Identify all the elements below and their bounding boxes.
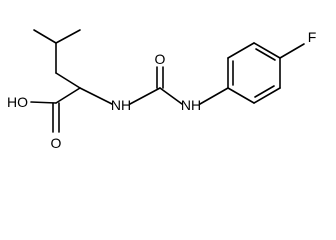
bond-ch2-alpha: [55, 72, 81, 89]
fluorine-label: F: [308, 29, 317, 45]
bond-methyl-left: [33, 29, 57, 44]
ring-bond-2: [227, 42, 255, 59]
bond-nh-urea-carbon: [129, 87, 161, 105]
atom-labels: HO O NH O NH F: [7, 29, 316, 151]
bond-methyl-right: [55, 29, 81, 44]
carboxyl-oxygen-label: O: [51, 135, 62, 151]
ring-inner-bond-2: [255, 48, 276, 61]
hydroxyl-label: HO: [7, 94, 28, 110]
bond-carboxyl-hydroxyl: [30, 101, 57, 104]
ring-bond-5: [253, 87, 281, 104]
amine-nh-label-2: NH: [181, 97, 201, 113]
amine-nh-label-1: NH: [111, 97, 131, 113]
ring-bond-6: [227, 87, 255, 104]
chemical-structure-diagram: HO O NH O NH F: [7, 29, 316, 151]
ring-inner-bond-3: [254, 85, 275, 98]
bond-nh-ring: [199, 87, 229, 105]
bond-ring-fluorine: [279, 43, 305, 59]
bond-alpha-nh: [79, 87, 113, 105]
urea-oxygen-label: O: [155, 51, 166, 67]
bond-lines: [30, 29, 305, 133]
ring-bond-3: [253, 42, 281, 59]
bond-alpha-carboxyl: [55, 87, 81, 104]
bond-urea-carbon-nh: [159, 87, 183, 105]
